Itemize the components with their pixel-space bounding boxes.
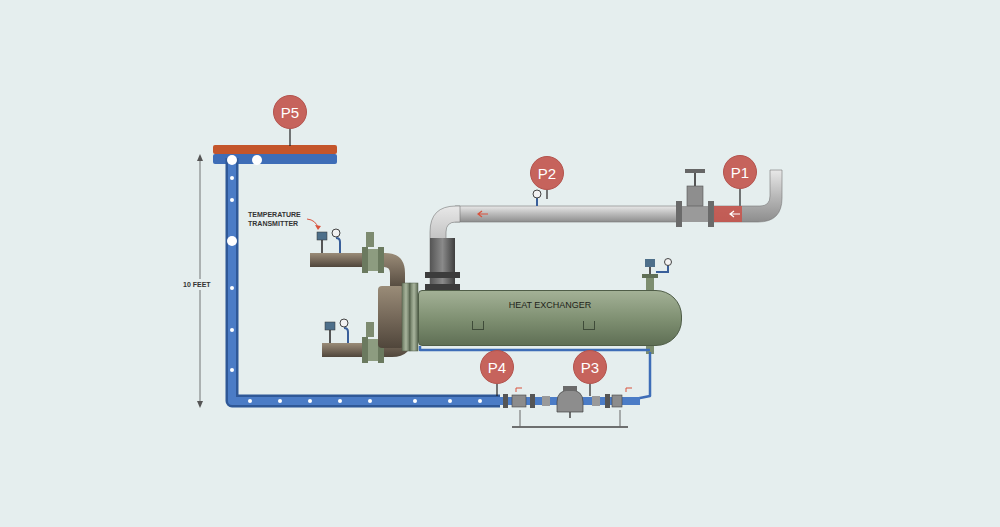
bubble [448,399,452,403]
bubble [338,399,342,403]
bubble [230,328,234,332]
drain-lines [420,346,650,401]
bubble [227,155,237,165]
steam-trap-station [503,386,632,427]
bubble [227,236,237,246]
process-nozzles [307,219,412,363]
callout-number: P3 [581,360,599,375]
bubble [230,286,234,290]
bubble [278,399,282,403]
bubble [308,399,312,403]
dimension-label: 10 FEET [182,279,212,290]
bubble [248,399,252,403]
support-bracket [583,321,595,330]
callout-circle: P5 [273,95,307,129]
callout-circle: P4 [480,350,514,384]
instrument-label: TEMPERATURE TRANSMITTER [248,210,310,228]
bubble [252,155,262,165]
heat-exchanger-shell: HEAT EXCHANGER [418,290,682,346]
callout-circle: P1 [723,155,757,189]
callout-number: P2 [538,166,556,181]
bubble [230,198,234,202]
steam-pipe [425,169,782,290]
bubble [230,368,234,372]
leader-lines [290,129,740,396]
callout-circle: P2 [530,156,564,190]
support-bracket [472,321,484,330]
callout-number: P5 [281,105,299,120]
bubble [230,176,234,180]
bubble [413,399,417,403]
condensate-bubbles [227,155,482,403]
bubble [478,399,482,403]
condensate-line [232,158,500,401]
callout-number: P4 [488,360,506,375]
callout-circle: P3 [573,350,607,384]
header-pipe [213,145,337,164]
callout-number: P1 [731,165,749,180]
bubble [368,399,372,403]
equipment-name: HEAT EXCHANGER [509,300,592,310]
